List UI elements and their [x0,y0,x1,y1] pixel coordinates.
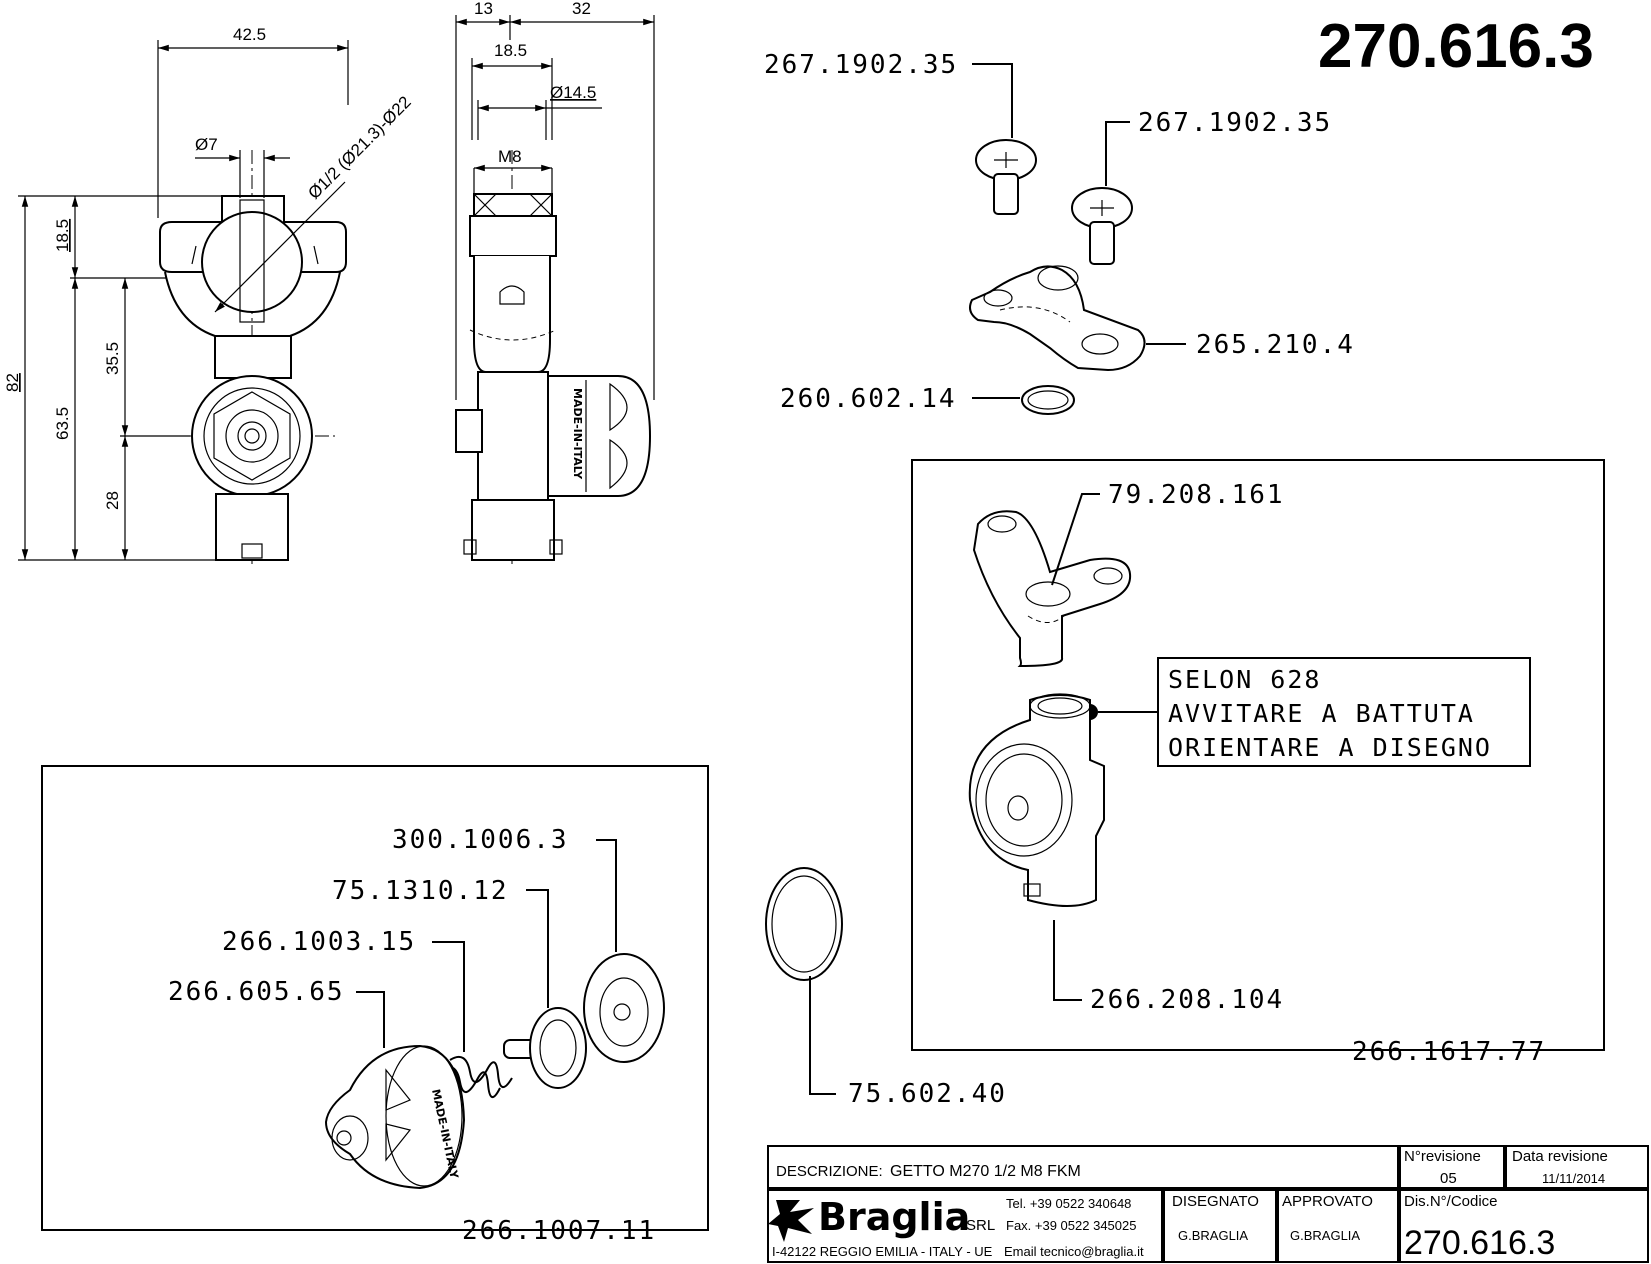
dim-height-82: 82 [3,373,22,392]
side-marking: MADE-IN-ITALY [571,388,584,480]
oring-small [972,385,1075,415]
tb-description-label: DESCRIZIONE: [776,1163,883,1180]
dim-dia-7: Ø7 [195,135,218,154]
clamp-bottom-part [972,493,1132,668]
braglia-logo-icon [768,1200,814,1242]
tb-code-value: 270.616.3 [1404,1224,1555,1262]
oring-large [765,867,843,1095]
label-assembly: 266.1617.77 [1352,1037,1546,1067]
dim-width-32: 32 [572,0,591,18]
side-cap [547,375,652,497]
drawing-number: 270.616.3 [1318,12,1594,81]
tb-rev-date-label: Data revisione [1512,1148,1608,1165]
tb-tel: Tel. +39 0522 340648 [1006,1196,1131,1211]
label-spring: 266.1003.15 [222,927,416,957]
label-clamp-top: 265.210.4 [1196,330,1355,360]
note-line-1: SELON 628 [1168,665,1321,694]
dim-height-28: 28 [103,491,122,510]
washer-part [583,839,665,1063]
cap-assembly-frame [41,765,709,1231]
title-block: DESCRIZIONE: GETTO M270 1/2 M8 FKM N°rev… [767,1145,1649,1263]
dim-height-63-5: 63.5 [53,407,72,440]
tb-approved-label: APPROVATO [1282,1193,1373,1210]
label-oring-large: 75.602.40 [848,1079,1007,1109]
label-washer: 300.1006.3 [392,825,569,855]
pipe-section [201,211,303,313]
side-view: MADE-IN-ITALY [455,150,652,568]
front-view [159,150,347,568]
assembly-frame [911,459,1605,1051]
label-clamp-bottom: 79.208.161 [1108,480,1285,510]
tb-rev-date-value: 11/11/2014 [1542,1171,1605,1186]
dim-width-13: 13 [474,0,493,18]
tb-revision-value: 05 [1440,1170,1457,1187]
dim-dia-14-5: Ø14.5 [550,83,596,102]
dim-height-18-5: 18.5 [53,219,72,252]
label-body: 266.208.104 [1090,985,1284,1015]
dim-pipe-diameter: Ø1/2 (Ø21.3)-Ø22 [304,93,414,203]
label-cap-insert: 266.605.65 [168,977,345,1007]
tb-email: Email tecnico@braglia.it [1004,1244,1144,1259]
dim-thread-m8: M8 [498,147,522,166]
tb-fax: Fax. +39 0522 345025 [1006,1218,1136,1233]
dim-height-35-5: 35.5 [103,342,122,375]
tb-description-value: GETTO M270 1/2 M8 FKM [890,1163,1081,1180]
front-nozzle-outer [191,375,313,497]
front-view-dimensions: 42.5 Ø7 Ø1/2 (Ø21.3)-Ø22 82 18.5 63.5 35… [3,25,415,561]
cap-insert-part: MADE-IN-ITALY [324,991,466,1190]
label-cap-assembly: 266.1007.11 [462,1216,656,1246]
label-screw-a: 267.1902.35 [764,50,958,80]
tb-drawn-value: G.BRAGLIA [1178,1228,1248,1243]
tb-revision-label: N°revisione [1404,1148,1481,1165]
dim-width-18-5: 18.5 [494,41,527,60]
label-screw-b: 267.1902.35 [1138,108,1332,138]
body-part [968,693,1105,1001]
side-view-dimensions: 13 32 18.5 Ø14.5 M8 [455,0,655,400]
label-valve-stem: 75.1310.12 [332,876,509,906]
side-body [477,371,549,503]
tb-approved-value: G.BRAGLIA [1290,1228,1360,1243]
note-line-3: ORIENTARE A DISEGNO [1168,733,1492,762]
tb-company-suffix: SRL [966,1217,995,1234]
note-line-2: AVVITARE A BATTUTA [1168,699,1475,728]
tb-company-name: Braglia [818,1195,970,1239]
dim-width-42-5: 42.5 [233,25,266,44]
spring-part [432,941,513,1098]
label-oring-small: 260.602.14 [780,384,957,414]
tb-address: I-42122 REGGIO EMILIA - ITALY - UE [772,1244,993,1259]
clamp-top-part [969,265,1186,372]
screw-a [972,63,1037,215]
valve-stem-part [503,889,587,1089]
tb-code-label: Dis.N°/Codice [1404,1193,1498,1210]
tb-drawn-label: DISEGNATO [1172,1193,1259,1210]
screw-b [1071,121,1133,265]
